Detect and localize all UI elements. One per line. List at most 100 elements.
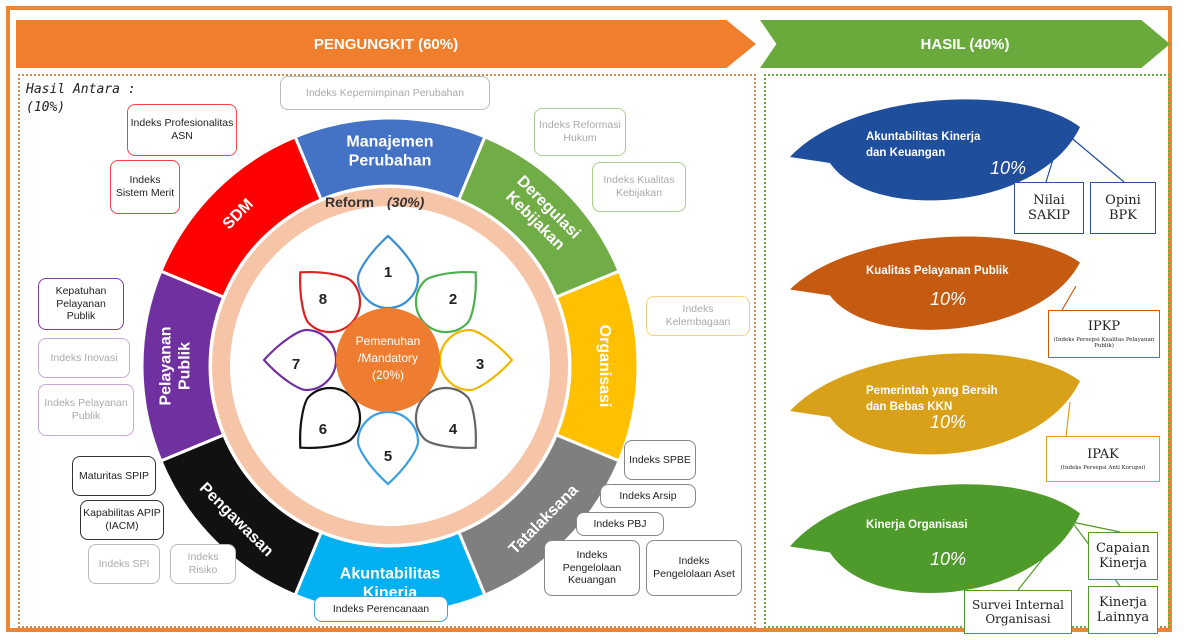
reform-pct: (30%)	[387, 194, 425, 210]
hasil-banner: HASIL (40%)	[760, 20, 1170, 68]
outer-frame	[6, 6, 1172, 632]
reform-label: Reform	[325, 194, 374, 210]
box-kepatuhan: Kepatuhan Pelayanan Publik	[38, 278, 124, 330]
segment-label-pelayanan-0: Pelayanan	[158, 326, 175, 405]
petal-number-4: 4	[449, 421, 458, 438]
petal-4	[414, 386, 477, 449]
leaf-title-2-1: dan Bebas KKN	[866, 401, 952, 413]
leaf-pct-2: 10%	[930, 412, 966, 432]
petal-shape-5	[356, 410, 420, 486]
petal-6	[299, 386, 362, 449]
petal-7	[262, 328, 338, 392]
box-maturitas: Maturitas SPIP	[72, 456, 156, 496]
petal-group: 1 2 3 4 5 6 7 8	[262, 234, 514, 486]
leaf-title-2-0: Pemerintah yang Bersih	[866, 385, 998, 397]
petal-1	[356, 234, 420, 310]
segment-label-manajemen-1: Perubahan	[349, 153, 432, 170]
petal-number-3: 3	[476, 356, 484, 373]
leaf-title-1-0: Kualitas Pelayanan Publik	[866, 265, 1009, 277]
leaf-link-1	[1061, 285, 1077, 311]
petal-number-1: 1	[384, 264, 392, 281]
box-survei-internal: Survei Internal Organisasi	[964, 590, 1072, 634]
leaf-3	[790, 484, 1080, 593]
box-pbj: Indeks PBJ	[576, 512, 664, 536]
leaf-link-3	[1071, 521, 1121, 533]
petal-shape-8	[299, 271, 362, 334]
box-pengelolaan-keuangan: Indeks Pengelolaan Keuangan	[544, 540, 640, 596]
box-pelayanan-publik: Indeks Pelayanan Publik	[38, 384, 134, 436]
pengungkit-banner: PENGUNGKIT (60%)	[16, 20, 756, 68]
segment-label-pelayanan-1: Publik	[177, 342, 194, 390]
box-kinerja-lainnya: Kinerja Lainnya	[1088, 586, 1158, 634]
ipkp-title: IPKP	[1087, 319, 1121, 334]
leaf-1	[790, 236, 1080, 330]
segment-label-akuntabilitas-0: Akuntabilitas	[340, 566, 441, 583]
center-line1: Pemenuhan	[356, 334, 421, 348]
petal-number-2: 2	[449, 291, 457, 308]
wheel-segments	[140, 116, 640, 616]
petal-shape-3	[438, 328, 514, 392]
petal-number-8: 8	[319, 291, 327, 308]
box-ipak: IPAK (Indeks Persepsi Anti Korupsi)	[1046, 436, 1160, 482]
petal-shape-6	[299, 386, 362, 449]
segment-label-organisasi-0: Organisasi	[596, 325, 613, 408]
pengungkit-label: PENGUNGKIT (60%)	[313, 35, 459, 53]
leaf-link-3	[1017, 521, 1073, 591]
box-reformasi-hukum: Indeks Reformasi Hukum	[534, 108, 626, 156]
segment-sdm	[158, 134, 324, 300]
box-risiko: Indeks Risiko	[170, 544, 236, 584]
box-kapabilitas: Kapabilitas APIP (IACM)	[80, 500, 164, 540]
petal-shape-4	[414, 386, 477, 449]
petal-number-6: 6	[319, 421, 327, 438]
petal-number-7: 7	[292, 356, 300, 373]
hasil-label: HASIL (40%)	[920, 35, 1010, 53]
hasil-antara-pct: (10%)	[26, 100, 66, 115]
leaf-0	[790, 99, 1080, 201]
petal-8	[299, 271, 362, 334]
ipak-subtitle: (Indeks Persepsi Anti Korupsi)	[1060, 465, 1146, 471]
box-sistem-merit: Indeks Sistem Merit	[110, 160, 180, 214]
leaf-pct-0: 10%	[990, 158, 1026, 178]
leaf-link-2	[1065, 401, 1071, 437]
leaf-link-0	[1045, 129, 1063, 183]
box-arsip: Indeks Arsip	[600, 484, 696, 508]
petal-shape-7	[262, 328, 338, 392]
ipak-title: IPAK	[1087, 447, 1119, 462]
segment-label-manajemen-0: Manajemen	[346, 134, 433, 151]
box-spi: Indeks SPI	[88, 544, 160, 584]
box-profesionalitas: Indeks Profesionalitas ASN	[127, 104, 237, 156]
pengungkit-panel	[18, 74, 756, 628]
box-kepemimpinan: Indeks Kepemimpinan Perubahan	[280, 76, 490, 110]
center-line3: (20%)	[372, 368, 404, 382]
petal-2	[414, 271, 477, 334]
ipkp-subtitle: (Indeks Persepsi Kualitas Pelayanan Publ…	[1053, 337, 1155, 349]
petal-5	[356, 410, 420, 486]
hasil-antara-note: Hasil Antara :	[26, 82, 136, 97]
box-ipkp: IPKP (Indeks Persepsi Kualitas Pelayanan…	[1048, 310, 1160, 358]
mandatory-center	[336, 308, 440, 412]
box-pengelolaan-aset: Indeks Pengelolaan Aset	[646, 540, 742, 596]
box-opini-bpk: Opini BPK	[1090, 182, 1156, 234]
leaf-title-0-1: dan Keuangan	[866, 147, 945, 159]
petal-number-5: 5	[384, 448, 392, 465]
petal-shape-2	[414, 271, 477, 334]
box-inovasi: Indeks Inovasi	[38, 338, 130, 378]
box-perencanaan: Indeks Perencanaan	[314, 596, 448, 622]
box-kualitas-kebijakan: Indeks Kualitas Kebijakan	[592, 162, 686, 212]
leaf-pct-3: 10%	[930, 549, 966, 569]
petal-3	[438, 328, 514, 392]
leaf-title-3-0: Kinerja Organisasi	[866, 519, 968, 531]
leaf-group: Akuntabilitas Kinerja dan Keuangan 10% Kual…	[790, 99, 1125, 593]
box-kelembagaan: Indeks Kelembagaan	[646, 296, 750, 336]
center-line2: /Mandatory	[358, 351, 418, 365]
box-nilai-sakip: Nilai SAKIP	[1014, 182, 1084, 234]
leaf-2	[790, 353, 1080, 455]
leaf-pct-1: 10%	[930, 289, 966, 309]
leaf-link-0	[1061, 129, 1125, 183]
petal-shape-1	[356, 234, 420, 310]
leaf-title-0-0: Akuntabilitas Kinerja	[866, 131, 981, 143]
box-spbe: Indeks SPBE	[624, 440, 696, 480]
